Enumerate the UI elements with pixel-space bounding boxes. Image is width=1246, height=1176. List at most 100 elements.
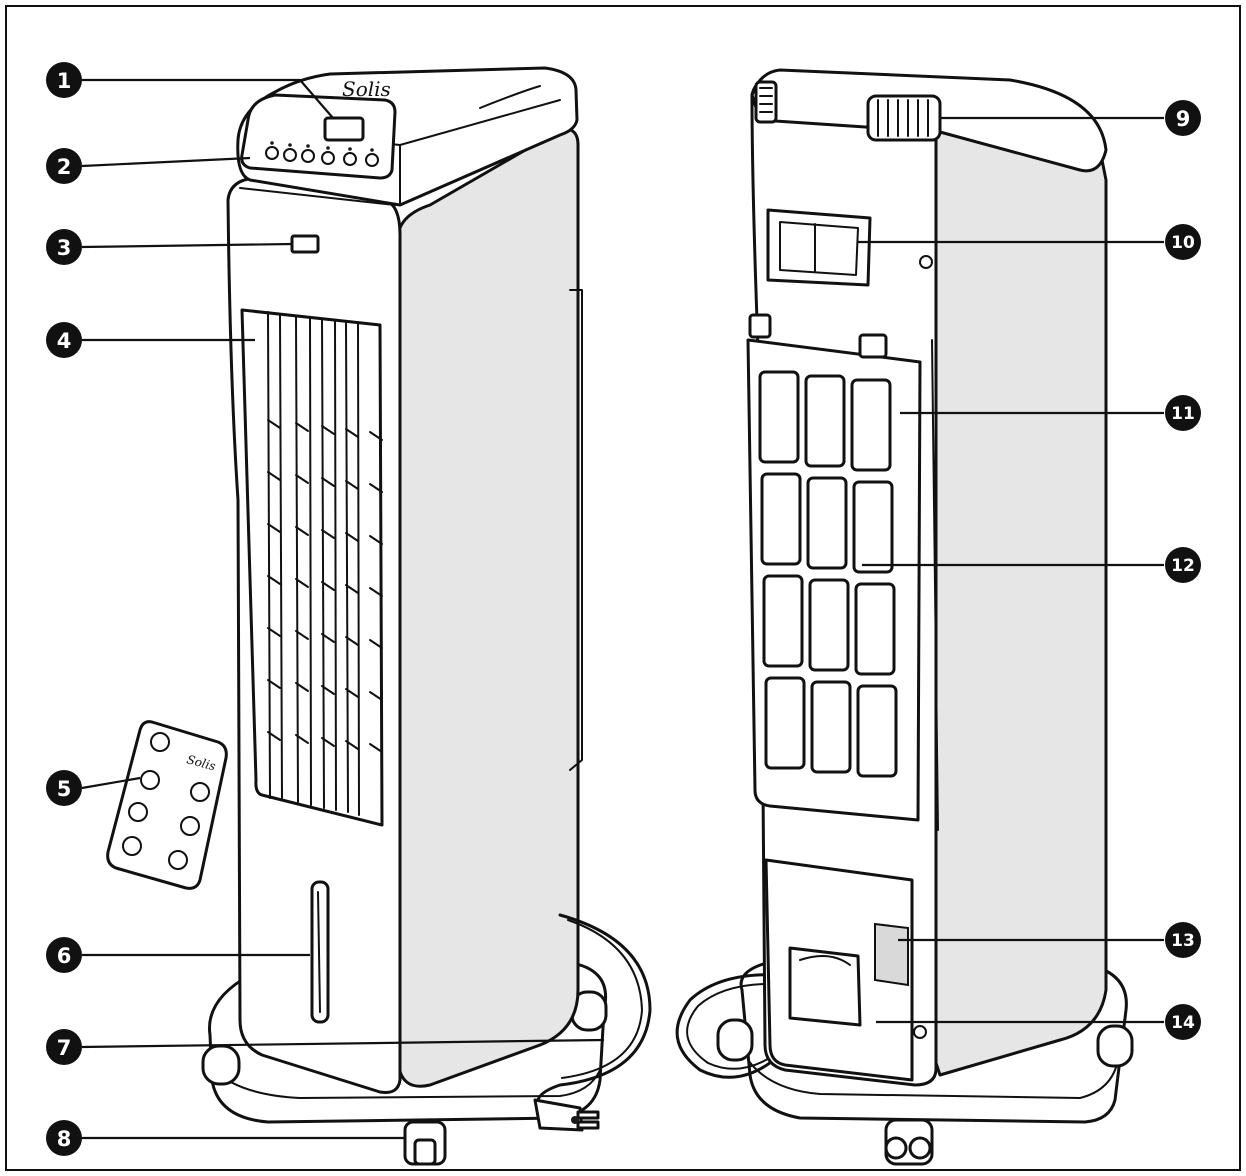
louver-vane	[267, 575, 281, 585]
louver-vanes	[267, 419, 383, 753]
leader-7	[81, 1038, 605, 1049]
louver-vane	[267, 471, 281, 481]
louver-vane	[267, 523, 281, 533]
leader-1	[82, 78, 334, 119]
filter-cell	[758, 370, 800, 464]
callout-badge-10: 10	[1165, 224, 1201, 260]
callout-badge-2: 2	[46, 148, 82, 184]
filter-cell	[808, 578, 850, 672]
louver-vane	[321, 737, 335, 747]
filter-cell	[760, 472, 802, 566]
callout-number: 5	[57, 777, 72, 801]
filter-cell	[764, 676, 806, 770]
callout-badge-11: 11	[1165, 395, 1201, 431]
filter-cell	[810, 680, 852, 774]
power-cord	[536, 913, 652, 1112]
front-body-side	[396, 127, 580, 1088]
louver-vane	[295, 630, 309, 640]
leader-5	[81, 776, 141, 790]
callout-badge-circle	[46, 229, 82, 265]
filter-cell	[854, 582, 896, 676]
louver-vane	[321, 685, 335, 695]
callout-badge-circle	[1165, 547, 1201, 583]
callout-number: 14	[1171, 1013, 1195, 1033]
callout-badge-1: 1	[46, 62, 82, 98]
louver-vane	[267, 419, 281, 429]
louver-vane	[321, 581, 335, 591]
rear-screw-bottom	[913, 1025, 927, 1039]
callout-number: 9	[1176, 107, 1191, 131]
callout-badge-12: 12	[1165, 547, 1201, 583]
callout-badge-circle	[46, 322, 82, 358]
rear-caster-left	[716, 1018, 754, 1062]
front-brand-logo: Solis	[342, 77, 391, 101]
leader-lines	[81, 78, 1164, 1140]
filter-cell	[856, 684, 898, 778]
louver-vane	[321, 633, 335, 643]
louver-vane	[369, 483, 383, 493]
callout-badge-circle	[1165, 224, 1201, 260]
callout-badge-circle	[46, 770, 82, 806]
louver-vane	[345, 428, 359, 438]
leader-2	[81, 156, 251, 168]
louver-vane	[345, 636, 359, 646]
top-carry-handle	[866, 94, 942, 142]
louver-vane	[295, 422, 309, 432]
louver-vane	[321, 529, 335, 539]
louver-vane	[295, 526, 309, 536]
louver-vane	[295, 578, 309, 588]
tank-handle-recess	[788, 946, 862, 1027]
callout-badge-circle	[46, 1120, 82, 1156]
rear-ice-pack-door	[766, 208, 872, 287]
callout-number: 7	[57, 1036, 72, 1060]
power-plug	[533, 1098, 600, 1132]
callout-number: 2	[57, 155, 72, 179]
front-caster-left	[201, 1044, 241, 1086]
louver-vane	[345, 740, 359, 750]
callout-badge-7: 7	[46, 1029, 82, 1065]
callout-badge-circle	[46, 148, 82, 184]
rear-power-cord	[675, 973, 782, 1079]
louver-vane	[321, 477, 335, 487]
louver-vane	[369, 691, 383, 701]
louver-vane	[267, 731, 281, 741]
front-view-unit: Solis	[201, 66, 652, 1166]
callout-badge-circle	[46, 1029, 82, 1065]
callout-badge-circle	[46, 62, 82, 98]
callout-badge-circle	[46, 937, 82, 973]
callout-badge-circle	[1165, 100, 1201, 136]
control-buttons	[265, 141, 379, 167]
filter-cell	[850, 378, 892, 472]
callout-number: 10	[1171, 233, 1195, 253]
rear-caster-right	[1096, 1024, 1134, 1068]
diagram-frame	[5, 5, 1241, 1171]
filter-cell	[806, 476, 848, 570]
louver-vane	[369, 535, 383, 545]
callout-badge-9: 9	[1165, 100, 1201, 136]
louver-vane	[345, 584, 359, 594]
rear-body-side	[933, 126, 1108, 1077]
callout-number: 1	[57, 69, 72, 93]
callout-number: 6	[57, 944, 72, 968]
callout-number: 3	[57, 236, 72, 260]
remote-buttons	[122, 732, 210, 870]
louver-vane	[321, 425, 335, 435]
louver-vane	[267, 627, 281, 637]
callout-badge-3: 3	[46, 229, 82, 265]
callout-badge-8: 8	[46, 1120, 82, 1156]
louver-vane	[369, 431, 383, 441]
louver-vane	[267, 679, 281, 689]
callout-badge-circle	[1165, 395, 1201, 431]
louver-vane	[369, 639, 383, 649]
rear-screw-top	[919, 255, 933, 269]
rear-handle-left	[754, 80, 778, 124]
louver-vane	[345, 688, 359, 698]
remote-receiver-window	[290, 234, 320, 254]
louver-vane	[295, 734, 309, 744]
leader-3	[81, 242, 293, 249]
callout-badge-6: 6	[46, 937, 82, 973]
filter-cell	[762, 574, 804, 668]
filter-cell	[804, 374, 846, 468]
